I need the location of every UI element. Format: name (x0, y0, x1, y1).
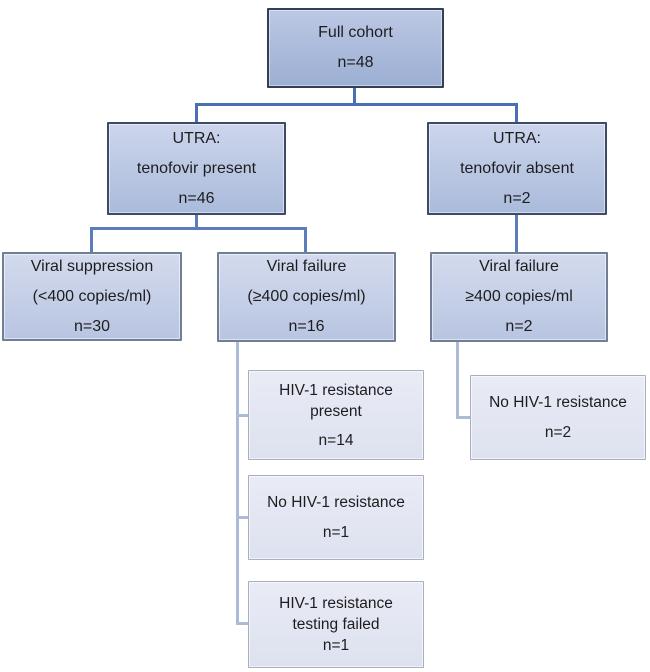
connector-drop-viral-suppression (90, 227, 93, 252)
connector-stub-no-resistance-right (456, 416, 470, 419)
box-hiv1-resistance-present: HIV-1 resistance present n=14 (248, 370, 424, 460)
box-label: ≥400 copies/ml (465, 288, 573, 305)
box-count: n=14 (318, 431, 354, 449)
box-count: n=46 (178, 189, 215, 207)
box-label: HIV-1 resistance (279, 381, 393, 399)
box-label: (<400 copies/ml) (32, 287, 152, 305)
box-label: present (310, 402, 362, 420)
box-label: Viral suppression (30, 257, 154, 275)
box-label: tenofovir absent (460, 159, 574, 177)
connector-full-cohort-stem (353, 88, 356, 104)
connector-stub-resistance-present (236, 414, 248, 417)
box-label: Full cohort (318, 24, 393, 41)
box-no-hiv1-resistance-mid: No HIV-1 resistance n=1 (248, 475, 424, 560)
box-label: No HIV-1 resistance (267, 493, 405, 511)
connector-stub-no-resistance-mid (236, 516, 248, 519)
box-label: Viral failure (266, 258, 347, 275)
box-count: n=48 (337, 54, 374, 71)
box-utra-tenofovir-present: UTRA: tenofovir present n=46 (107, 122, 286, 215)
connector-drop-tenofovir-absent (515, 103, 518, 122)
box-label: No HIV-1 resistance (489, 393, 627, 411)
box-viral-suppression: Viral suppression (<400 copies/ml) n=30 (2, 252, 182, 341)
connector-failure-present-elbow-vertical (236, 342, 239, 625)
box-label: Viral failure (479, 258, 559, 275)
box-count: n=2 (503, 189, 531, 207)
connector-drop-tenofovir-present (195, 103, 198, 122)
box-viral-failure-tenofovir-absent: Viral failure ≥400 copies/ml n=2 (430, 252, 608, 342)
box-count: n=30 (73, 317, 111, 335)
box-label: HIV-1 resistance (279, 595, 393, 612)
box-count: n=1 (322, 523, 350, 541)
connector-stub-testing-failed (236, 622, 248, 625)
box-label: UTRA: (172, 129, 221, 147)
connector-drop-viral-failure-present (304, 227, 307, 252)
box-count: n=2 (505, 318, 533, 335)
box-label: UTRA: (493, 129, 541, 147)
box-hiv1-resistance-testing-failed: HIV-1 resistance testing failed n=1 (248, 581, 424, 668)
box-label: testing failed (292, 616, 380, 633)
box-full-cohort: Full cohort n=48 (267, 8, 444, 88)
box-count: n=16 (288, 318, 325, 335)
box-label: (≥400 copies/ml) (247, 288, 366, 305)
connector-level3-crossbar (90, 227, 307, 230)
box-count: n=2 (544, 423, 572, 441)
connector-level2-crossbar (195, 103, 518, 106)
box-utra-tenofovir-absent: UTRA: tenofovir absent n=2 (427, 122, 607, 215)
box-no-hiv1-resistance-right: No HIV-1 resistance n=2 (470, 375, 646, 460)
box-viral-failure-tenofovir-present: Viral failure (≥400 copies/ml) n=16 (217, 252, 396, 342)
connector-tenofovir-present-stem (195, 215, 198, 230)
box-label: tenofovir present (136, 159, 257, 177)
connector-drop-viral-failure-absent (515, 215, 518, 252)
box-count: n=1 (322, 637, 350, 654)
connector-failure-absent-elbow-vertical (456, 342, 459, 419)
